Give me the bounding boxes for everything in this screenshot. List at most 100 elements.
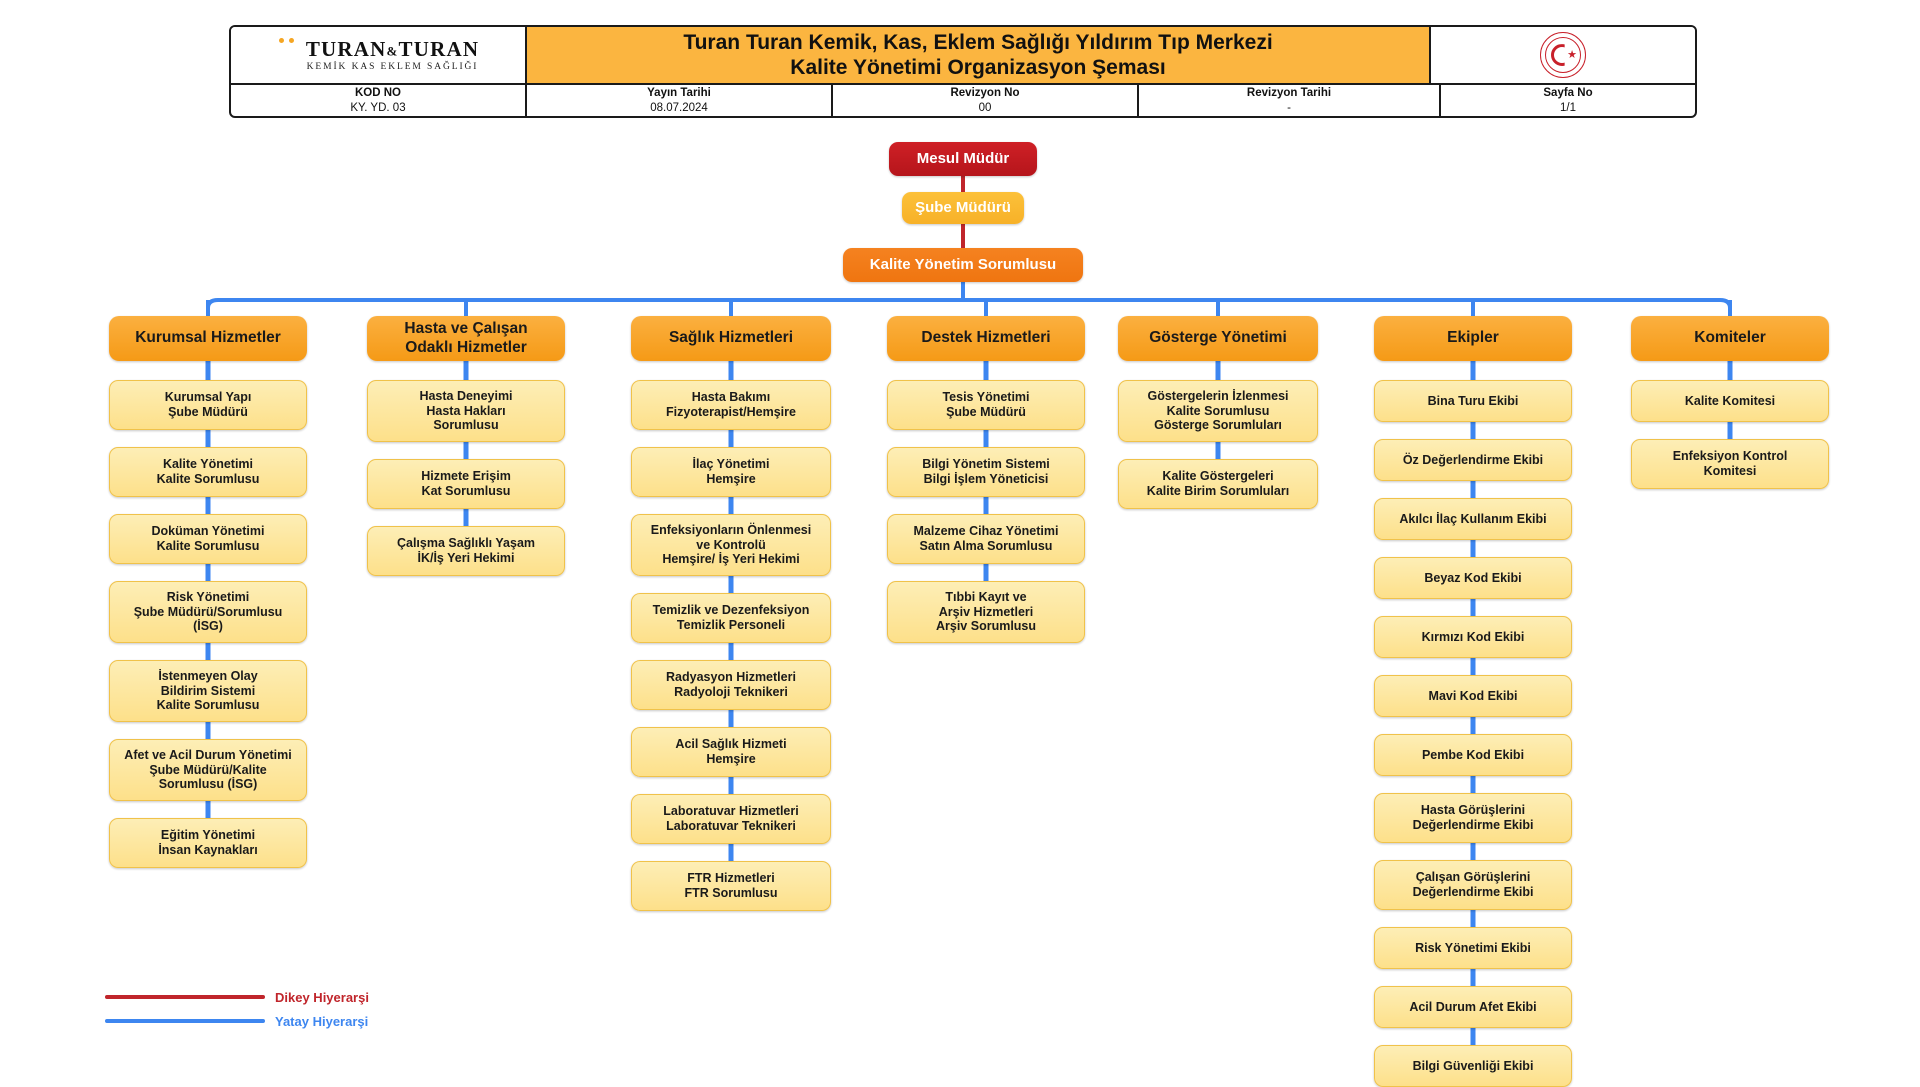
column-head-4[interactable]: Gösterge Yönetimi <box>1118 316 1318 361</box>
node-label: Kalite Yönetim Sorumlusu <box>869 256 1057 274</box>
column-head-0[interactable]: Kurumsal Hizmetler <box>109 316 307 361</box>
column-5-item-6[interactable]: Pembe Kod Ekibi <box>1374 734 1572 776</box>
document-header-table: TURAN&TURAN KEMİK KAS EKLEM SAĞLIĞI Tura… <box>229 25 1697 118</box>
root-node-0[interactable]: Mesul Müdür <box>889 142 1037 176</box>
logo-mark-icon <box>277 38 299 72</box>
seal-cell: ★ <box>1431 27 1695 84</box>
header-field-label: KOD NO <box>355 87 401 100</box>
column-5-item-11[interactable]: Bilgi Güvenliği Ekibi <box>1374 1045 1572 1087</box>
root-node-1[interactable]: Şube Müdürü <box>902 192 1024 224</box>
header-field-label: Yayın Tarihi <box>647 87 711 100</box>
header-field-value: KY. YD. 03 <box>350 101 406 114</box>
node-label: Mesul Müdür <box>916 150 1010 168</box>
column-head-2[interactable]: Sağlık Hizmetleri <box>631 316 831 361</box>
column-6-item-0[interactable]: Kalite Komitesi <box>1631 380 1829 422</box>
logo-cell: TURAN&TURAN KEMİK KAS EKLEM SAĞLIĞI <box>231 27 527 84</box>
column-head-5[interactable]: Ekipler <box>1374 316 1572 361</box>
column-5-item-0[interactable]: Bina Turu Ekibi <box>1374 380 1572 422</box>
column-head-3[interactable]: Destek Hizmetleri <box>887 316 1085 361</box>
document-title-line2: Kalite Yönetimi Organizasyon Şeması <box>790 56 1166 80</box>
header-field-value: 1/1 <box>1560 101 1576 114</box>
node-label: Gösterge Yönetimi <box>1149 329 1287 347</box>
node-label: Şube Müdürü <box>915 199 1011 217</box>
column-5-item-2[interactable]: Akılcı İlaç Kullanım Ekibi <box>1374 498 1572 540</box>
header-top-row: TURAN&TURAN KEMİK KAS EKLEM SAĞLIĞI Tura… <box>231 27 1695 86</box>
node-label: Sağlık Hizmetleri <box>668 329 794 347</box>
column-5-item-9[interactable]: Risk Yönetimi Ekibi <box>1374 927 1572 969</box>
legend-row-0: Dikey Hiyerarşi <box>105 985 405 1009</box>
column-5-item-4[interactable]: Kırmızı Kod Ekibi <box>1374 616 1572 658</box>
node-label: Pembe Kod Ekibi <box>1421 747 1525 762</box>
node-label: Akılcı İlaç Kullanım Ekibi <box>1399 511 1547 526</box>
column-5-item-3[interactable]: Beyaz Kod Ekibi <box>1374 557 1572 599</box>
column-5-item-10[interactable]: Acil Durum Afet Ekibi <box>1374 986 1572 1028</box>
node-label: Ekipler <box>1447 329 1499 347</box>
header-field-value: 08.07.2024 <box>650 101 708 114</box>
column-head-6[interactable]: Komiteler <box>1631 316 1829 361</box>
column-5-item-5[interactable]: Mavi Kod Ekibi <box>1374 675 1572 717</box>
node-label: Mavi Kod Ekibi <box>1428 688 1518 703</box>
root-node-2[interactable]: Kalite Yönetim Sorumlusu <box>843 248 1083 282</box>
node-label: Beyaz Kod Ekibi <box>1424 570 1522 585</box>
node-label: Destek Hizmetleri <box>921 329 1051 347</box>
logo-company-name: TURAN&TURAN <box>305 37 480 62</box>
column-5-item-1[interactable]: Öz Değerlendirme Ekibi <box>1374 439 1572 481</box>
logo-subtitle: KEMİK KAS EKLEM SAĞLIĞI <box>306 62 479 73</box>
legend-line-red <box>105 995 265 999</box>
ministry-of-health-seal-icon: ★ <box>1540 32 1586 79</box>
node-label: Öz Değerlendirme Ekibi <box>1402 452 1544 467</box>
node-label: Bina Turu Ekibi <box>1427 393 1519 408</box>
node-label: Risk Yönetimi Ekibi <box>1415 940 1531 955</box>
